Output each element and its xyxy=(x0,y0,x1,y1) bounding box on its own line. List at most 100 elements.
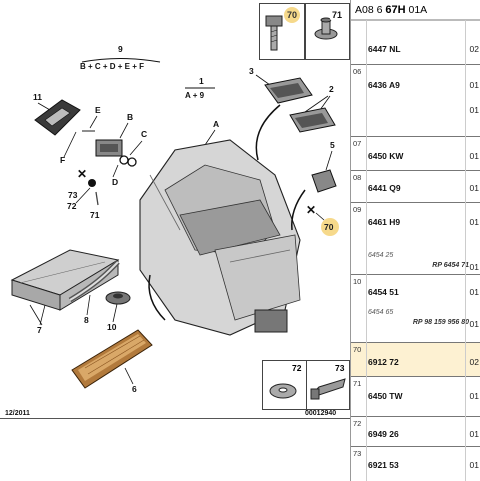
part-73-screw-marker: ✕ xyxy=(77,167,87,181)
part-71-screw[interactable] xyxy=(95,191,99,206)
bottom-rule xyxy=(0,418,350,419)
part-qty: 01 xyxy=(469,391,479,401)
part-old-ref: 6454 25 xyxy=(368,252,394,259)
parts-row-73[interactable]: 73 6921 53 01 xyxy=(351,446,480,481)
part-qty: 01 xyxy=(469,151,479,161)
reference-prefix: A08 6 xyxy=(355,4,383,16)
part-qty: 01 xyxy=(469,183,479,193)
callout-73[interactable]: 73 xyxy=(68,190,78,200)
part-72-washer[interactable] xyxy=(88,179,96,187)
callout-5[interactable]: 5 xyxy=(330,140,335,150)
callout-10[interactable]: 10 xyxy=(107,322,117,332)
part-number: 07 xyxy=(353,139,362,148)
part-qty-2: 01 xyxy=(469,319,479,329)
part-number: 70 xyxy=(353,345,362,354)
part-number: 08 xyxy=(353,173,362,182)
part-number: 73 xyxy=(353,449,362,458)
screw-70-icon xyxy=(265,15,283,51)
card-part-71[interactable]: 71 xyxy=(305,3,350,60)
part-old-ref: 6454 65 xyxy=(368,309,394,316)
part-qty: 01 xyxy=(469,287,479,297)
part-number: 09 xyxy=(353,205,362,214)
part-5-sensor[interactable] xyxy=(311,169,337,193)
part-ref: 6461 H9 xyxy=(368,217,401,227)
card-part-70[interactable]: 70 xyxy=(259,3,305,60)
callout-70-badge xyxy=(321,218,339,236)
callout-70[interactable]: 70 xyxy=(324,222,334,232)
part-qty: 01 xyxy=(469,80,479,90)
callout-6[interactable]: 6 xyxy=(132,384,137,394)
parts-row-10[interactable]: 10 6454 51 01 6454 65 RP 98 159 956 80 0… xyxy=(351,274,480,342)
callout-72[interactable]: 72 xyxy=(67,201,77,211)
part-6-heater-core[interactable] xyxy=(71,329,153,389)
part-qty-2: 01 xyxy=(469,262,479,272)
card-73-number: 73 xyxy=(335,363,345,373)
part-10-grommet[interactable] xyxy=(105,291,131,305)
part-ref: 6441 Q9 xyxy=(368,183,401,193)
parts-row-07[interactable]: 07 6450 KW 01 xyxy=(351,136,480,170)
card-72-number: 72 xyxy=(292,363,302,373)
part-8-pipe[interactable] xyxy=(68,260,120,303)
parts-row-06[interactable]: 06 6436 A9 01 01 xyxy=(351,64,480,136)
parts-row-72[interactable]: 72 6949 26 01 xyxy=(351,416,480,446)
part-11-gasket[interactable] xyxy=(34,99,81,136)
part-C-ring-2[interactable] xyxy=(127,157,137,167)
callout-A[interactable]: A xyxy=(213,119,219,129)
callout-3[interactable]: 3 xyxy=(249,66,254,76)
qty-column-divider xyxy=(465,20,466,481)
parts-row-09[interactable]: 09 6461 H9 01 6454 25 RP 6454 71 01 xyxy=(351,202,480,274)
parts-row-08[interactable]: 08 6441 Q9 01 xyxy=(351,170,480,202)
parts-row-01[interactable]: 6447 NL 02 xyxy=(351,20,480,64)
exploded-diagram: 9 B + C + D + E + F 1 A + 9 11 E F B C xyxy=(10,44,339,394)
screw-71-icon xyxy=(314,17,338,40)
card-71-number: 71 xyxy=(329,7,345,23)
reference-bold: 67H xyxy=(385,4,406,16)
callout-11[interactable]: 11 xyxy=(33,92,42,102)
callout-B[interactable]: B xyxy=(127,112,133,122)
callout-9[interactable]: 9 xyxy=(118,44,123,54)
washer-72-icon xyxy=(269,383,297,399)
callout-C[interactable]: C xyxy=(141,129,147,139)
callout-7[interactable]: 7 xyxy=(37,325,42,335)
callout-D[interactable]: D xyxy=(112,177,118,187)
part-qty: 02 xyxy=(469,44,479,54)
part-ref: 6949 26 xyxy=(368,429,399,439)
part-qty: 01 xyxy=(469,217,479,227)
callout-1[interactable]: 1 xyxy=(199,76,204,86)
part-number: 06 xyxy=(353,67,362,76)
callout-E[interactable]: E xyxy=(95,105,101,115)
part-ref: 6447 NL xyxy=(368,44,401,54)
part-3-actuator[interactable] xyxy=(264,77,313,104)
part-number: 10 xyxy=(353,277,362,286)
part-qty: 01 xyxy=(469,460,479,470)
part-ref: 6450 KW xyxy=(368,151,404,161)
part-2-actuator[interactable] xyxy=(289,107,336,133)
part-ref: 6450 TW xyxy=(368,391,403,401)
part-B-actuator[interactable] xyxy=(95,139,123,157)
part-C-ring[interactable] xyxy=(119,155,129,165)
footer-date: 12/2011 xyxy=(5,410,30,417)
part-qty: 02 xyxy=(469,357,479,367)
part-replacement: RP 98 159 956 80 xyxy=(412,319,469,326)
reference-header: A08 6 67H 01A xyxy=(351,0,480,20)
reference-suffix: 01A xyxy=(408,4,428,16)
callout-71[interactable]: 71 xyxy=(90,210,100,220)
callout-2[interactable]: 2 xyxy=(329,84,334,94)
formula-9: B + C + D + E + F xyxy=(80,62,144,71)
part-number: 71 xyxy=(353,379,362,388)
card-70-number: 70 xyxy=(284,7,300,23)
formula-1: A + 9 xyxy=(185,91,205,100)
part-qty-2: 01 xyxy=(469,105,479,115)
callout-F[interactable]: F xyxy=(60,155,65,165)
part-ref: 6436 A9 xyxy=(368,80,400,90)
parts-row-71[interactable]: 71 6450 TW 01 xyxy=(351,376,480,416)
part-70-screw-marker: ✕ xyxy=(306,203,316,217)
parts-row-70[interactable]: 70 6912 72 02 xyxy=(351,342,480,376)
parts-column-divider xyxy=(366,20,367,481)
card-parts-72-73[interactable]: 72 73 xyxy=(262,360,350,411)
part-qty: 01 xyxy=(469,429,479,439)
callout-8[interactable]: 8 xyxy=(84,315,89,325)
screw-73-icon xyxy=(310,378,346,400)
part-A-heater-housing[interactable] xyxy=(139,139,301,336)
